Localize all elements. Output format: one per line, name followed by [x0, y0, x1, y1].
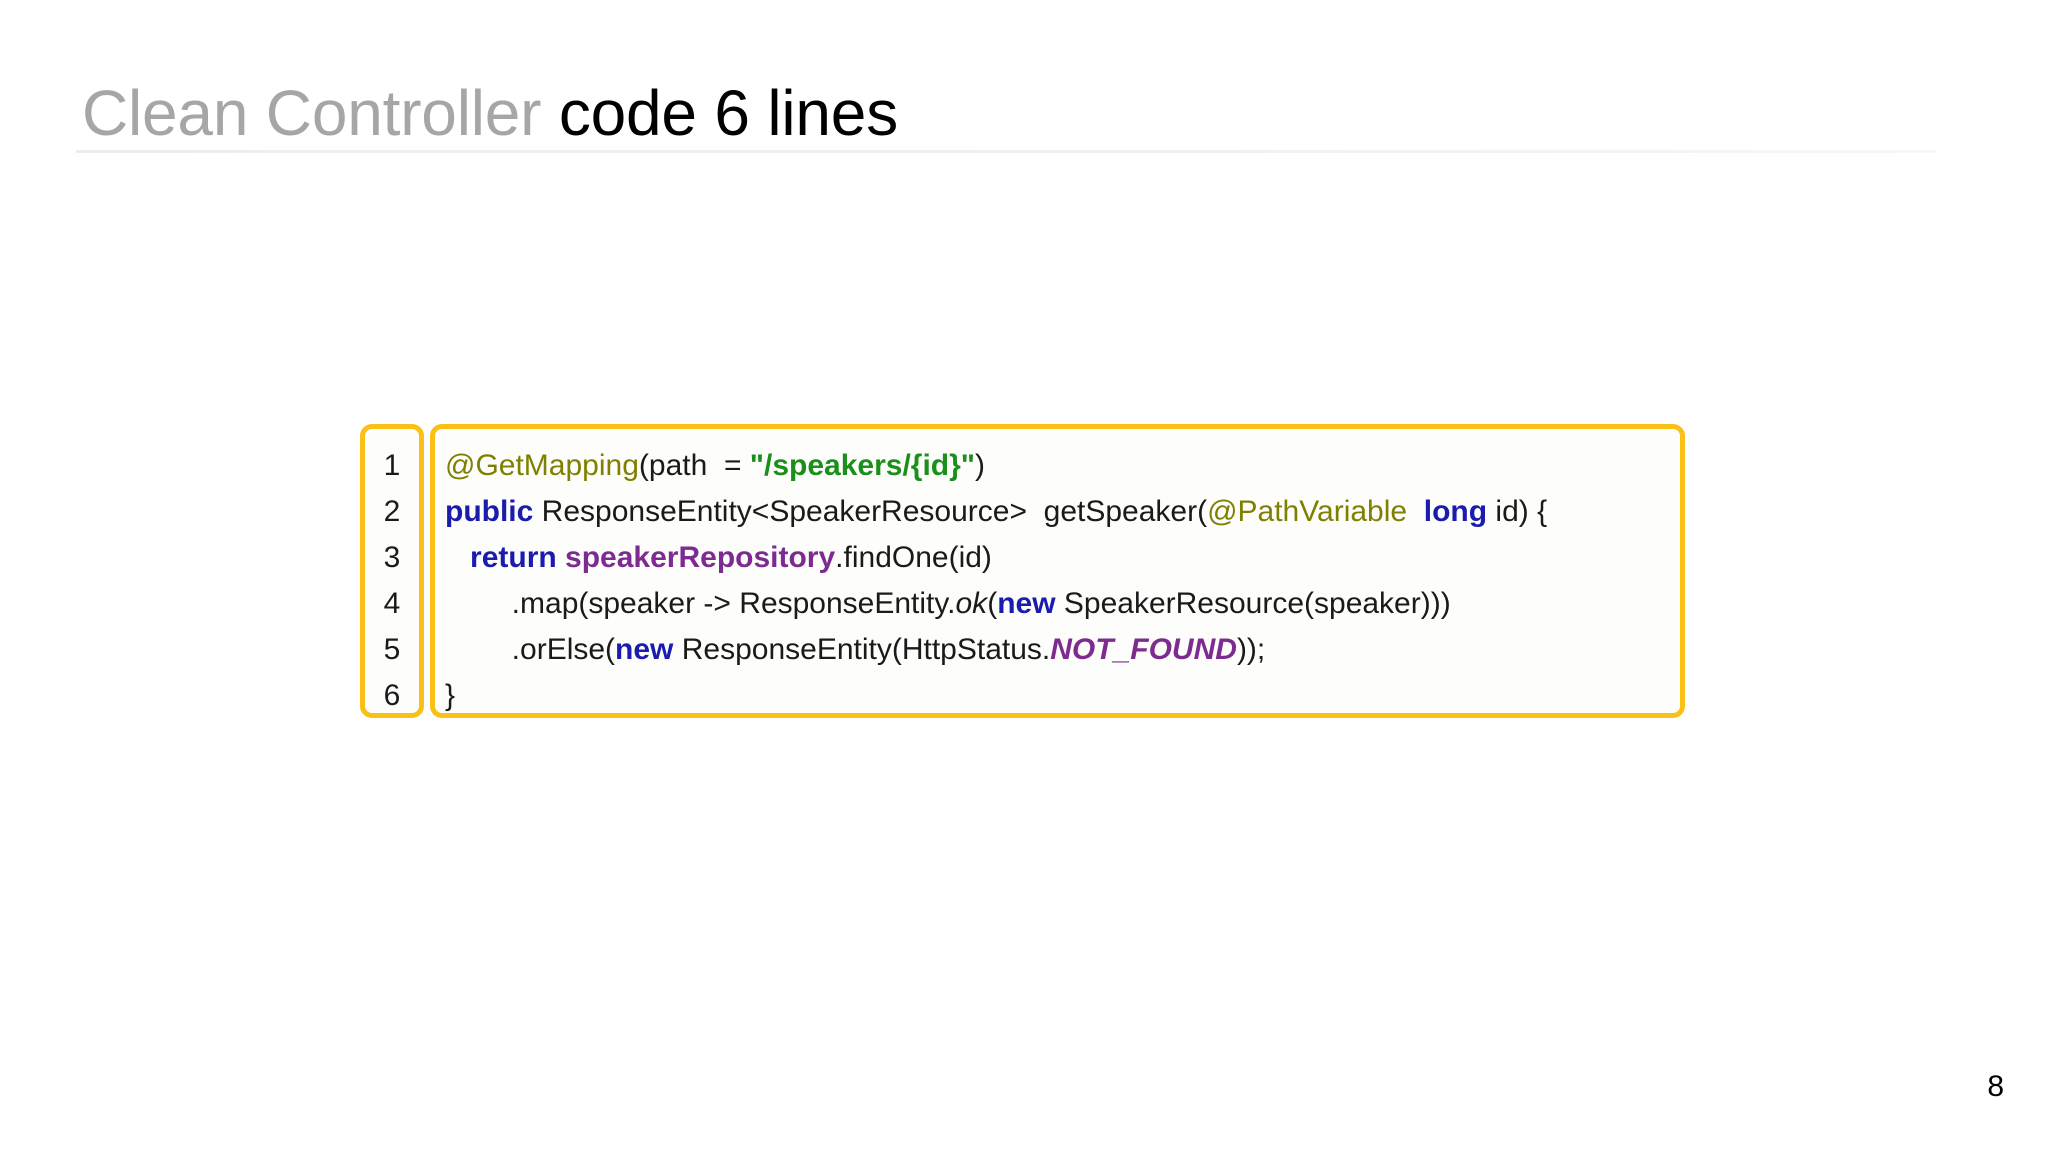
code-line: .orElse(new ResponseEntity(HttpStatus.NO… — [445, 627, 1680, 673]
code-token-annotation: @GetMapping — [445, 449, 639, 482]
code-token-plain: ) — [975, 449, 986, 482]
title-divider — [76, 150, 1936, 153]
code-token-field: speakerRepository — [565, 541, 836, 574]
page-number: 8 — [1987, 1070, 2004, 1103]
code-token-plain: id) { — [1487, 495, 1548, 528]
code-token-keyword: new — [997, 587, 1056, 620]
code-token-const: NOT_FOUND — [1050, 633, 1237, 666]
code-line: public ResponseEntity<SpeakerResource> g… — [445, 489, 1680, 535]
code-token-plain: .map(speaker -> ResponseEntity. — [445, 587, 956, 620]
code-line-number: 5 — [383, 633, 401, 666]
code-token-method-it: ok — [955, 587, 988, 620]
code-token-plain: ( — [987, 587, 998, 620]
code-token-keyword: long — [1423, 495, 1488, 528]
code-token-keyword: return — [470, 541, 557, 574]
code-token-plain — [557, 541, 565, 574]
code-content: @GetMapping(path = "/speakers/{id}")publ… — [430, 424, 1685, 718]
page-title-muted: Clean Controller — [82, 76, 542, 149]
code-token-annotation: @PathVariable — [1207, 495, 1408, 528]
code-token-plain: .findOne(id) — [835, 541, 992, 574]
code-token-plain: (path = — [638, 449, 750, 482]
code-line-number-gutter: 1 2 3 4 5 6 — [360, 424, 424, 718]
code-line: .map(speaker -> ResponseEntity.ok(new Sp… — [445, 581, 1680, 627]
code-line-number: 3 — [383, 541, 401, 574]
code-token-plain: SpeakerResource(speaker))) — [1055, 587, 1451, 620]
code-line-number: 1 — [383, 449, 401, 482]
code-token-plain: } — [445, 679, 456, 712]
page-title: Clean Controller code 6 lines — [82, 81, 898, 145]
code-block: 1 2 3 4 5 6 @GetMapping(path = "/speakers/{id… — [360, 424, 1685, 718]
code-token-plain — [1407, 495, 1424, 528]
code-line-number: 2 — [383, 495, 401, 528]
code-token-plain: .orElse( — [445, 633, 616, 666]
code-token-keyword: new — [615, 633, 674, 666]
code-line: } — [445, 673, 1680, 713]
code-token-plain: ResponseEntity(HttpStatus. — [673, 633, 1051, 666]
code-line: return speakerRepository.findOne(id) — [445, 535, 1680, 581]
page-title-strong: code 6 lines — [541, 76, 898, 149]
code-token-string: "/speakers/{id}" — [749, 449, 976, 482]
code-token-plain: ResponseEntity<SpeakerResource> getSpeak… — [533, 495, 1208, 528]
code-token-plain — [445, 541, 470, 574]
code-token-plain: )); — [1236, 633, 1266, 666]
code-line: @GetMapping(path = "/speakers/{id}") — [445, 443, 1680, 489]
code-line-number: 6 — [383, 679, 401, 712]
code-token-keyword: public — [445, 495, 534, 528]
code-line-number: 4 — [383, 587, 401, 620]
